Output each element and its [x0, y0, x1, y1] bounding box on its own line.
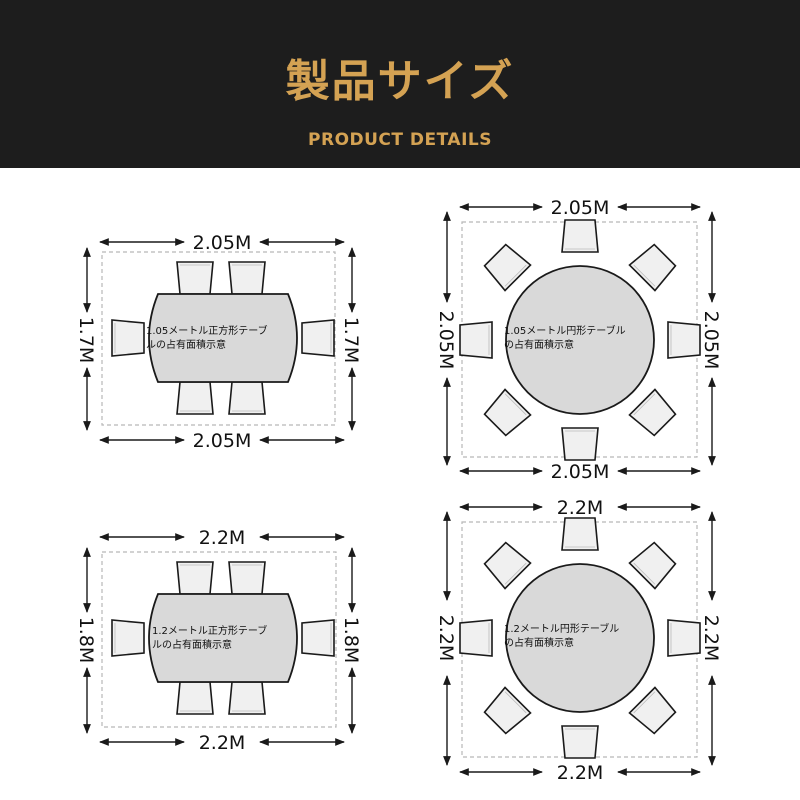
table-caption-line1: 1.2メートル円形テーブル: [504, 622, 619, 635]
chair: [561, 725, 599, 759]
chair: [483, 541, 532, 590]
right-dimension-label: 2.05M: [700, 311, 722, 370]
left-dimension-label: 2.05M: [435, 311, 457, 370]
chair: [561, 219, 599, 253]
footprint-outline: [101, 551, 337, 728]
left-dimension-label: 1.7M: [75, 317, 97, 364]
chair: [176, 261, 214, 295]
chair: [301, 319, 335, 357]
rectangular-table-top: [148, 593, 298, 683]
chair: [228, 261, 266, 295]
chair: [561, 517, 599, 551]
chair: [111, 619, 145, 657]
chair: [628, 388, 677, 437]
chair: [301, 619, 335, 657]
right-dimension-label: 2.2M: [700, 615, 722, 662]
table-caption-line1: 1.05メートル円形テーブル: [504, 324, 626, 337]
right-dimension-label: 1.7M: [340, 317, 362, 364]
chair: [459, 619, 493, 657]
chair: [628, 686, 677, 735]
chair: [483, 243, 532, 292]
bottom-dimension-label: 2.2M: [557, 762, 604, 784]
chair: [459, 321, 493, 359]
bottom-dimension-label: 2.05M: [551, 461, 610, 483]
layout-2-round-table: 2.05M 2.05M 2.05M 2.05M 1.05メートル円形テーブルの占有面積示…: [435, 197, 722, 483]
chair: [176, 561, 214, 595]
chair: [228, 381, 266, 415]
table-caption-line1: 1.05メートル正方形テーブ: [146, 324, 268, 337]
top-dimension-label: 2.05M: [193, 232, 252, 254]
left-dimension-label: 2.2M: [435, 615, 457, 662]
top-dimension-label: 2.05M: [551, 197, 610, 219]
bottom-dimension-label: 2.05M: [193, 430, 252, 452]
top-dimension-label: 2.2M: [199, 527, 246, 549]
table-caption-line1: 1.2メートル正方形テーブ: [152, 624, 267, 637]
chair: [228, 681, 266, 715]
round-table-top: [505, 265, 655, 415]
chair: [176, 681, 214, 715]
page-title: 製品サイズ: [285, 56, 515, 107]
round-table-top: [505, 563, 655, 713]
bottom-dimension-label: 2.2M: [199, 732, 246, 754]
chair: [628, 541, 677, 590]
rectangular-table-top: [148, 293, 298, 383]
right-dimension-label: 1.8M: [340, 617, 362, 664]
chair: [176, 381, 214, 415]
table-caption-line2: ルの占有面積示意: [146, 338, 226, 351]
chair: [483, 686, 532, 735]
chair: [228, 561, 266, 595]
chair: [483, 388, 532, 437]
left-dimension-label: 1.8M: [75, 617, 97, 664]
chair: [667, 619, 701, 657]
table-caption-line2: の占有面積示意: [504, 636, 574, 649]
chair: [628, 243, 677, 292]
table-caption-line2: の占有面積示意: [504, 338, 574, 351]
header-banner: 製品サイズ PRODUCT DETAILS: [0, 0, 800, 168]
table-caption-line2: ルの占有面積示意: [152, 638, 232, 651]
top-dimension-label: 2.2M: [557, 497, 604, 519]
page-subtitle: PRODUCT DETAILS: [308, 130, 492, 150]
chair: [111, 319, 145, 357]
chair: [561, 427, 599, 461]
chair: [667, 321, 701, 359]
